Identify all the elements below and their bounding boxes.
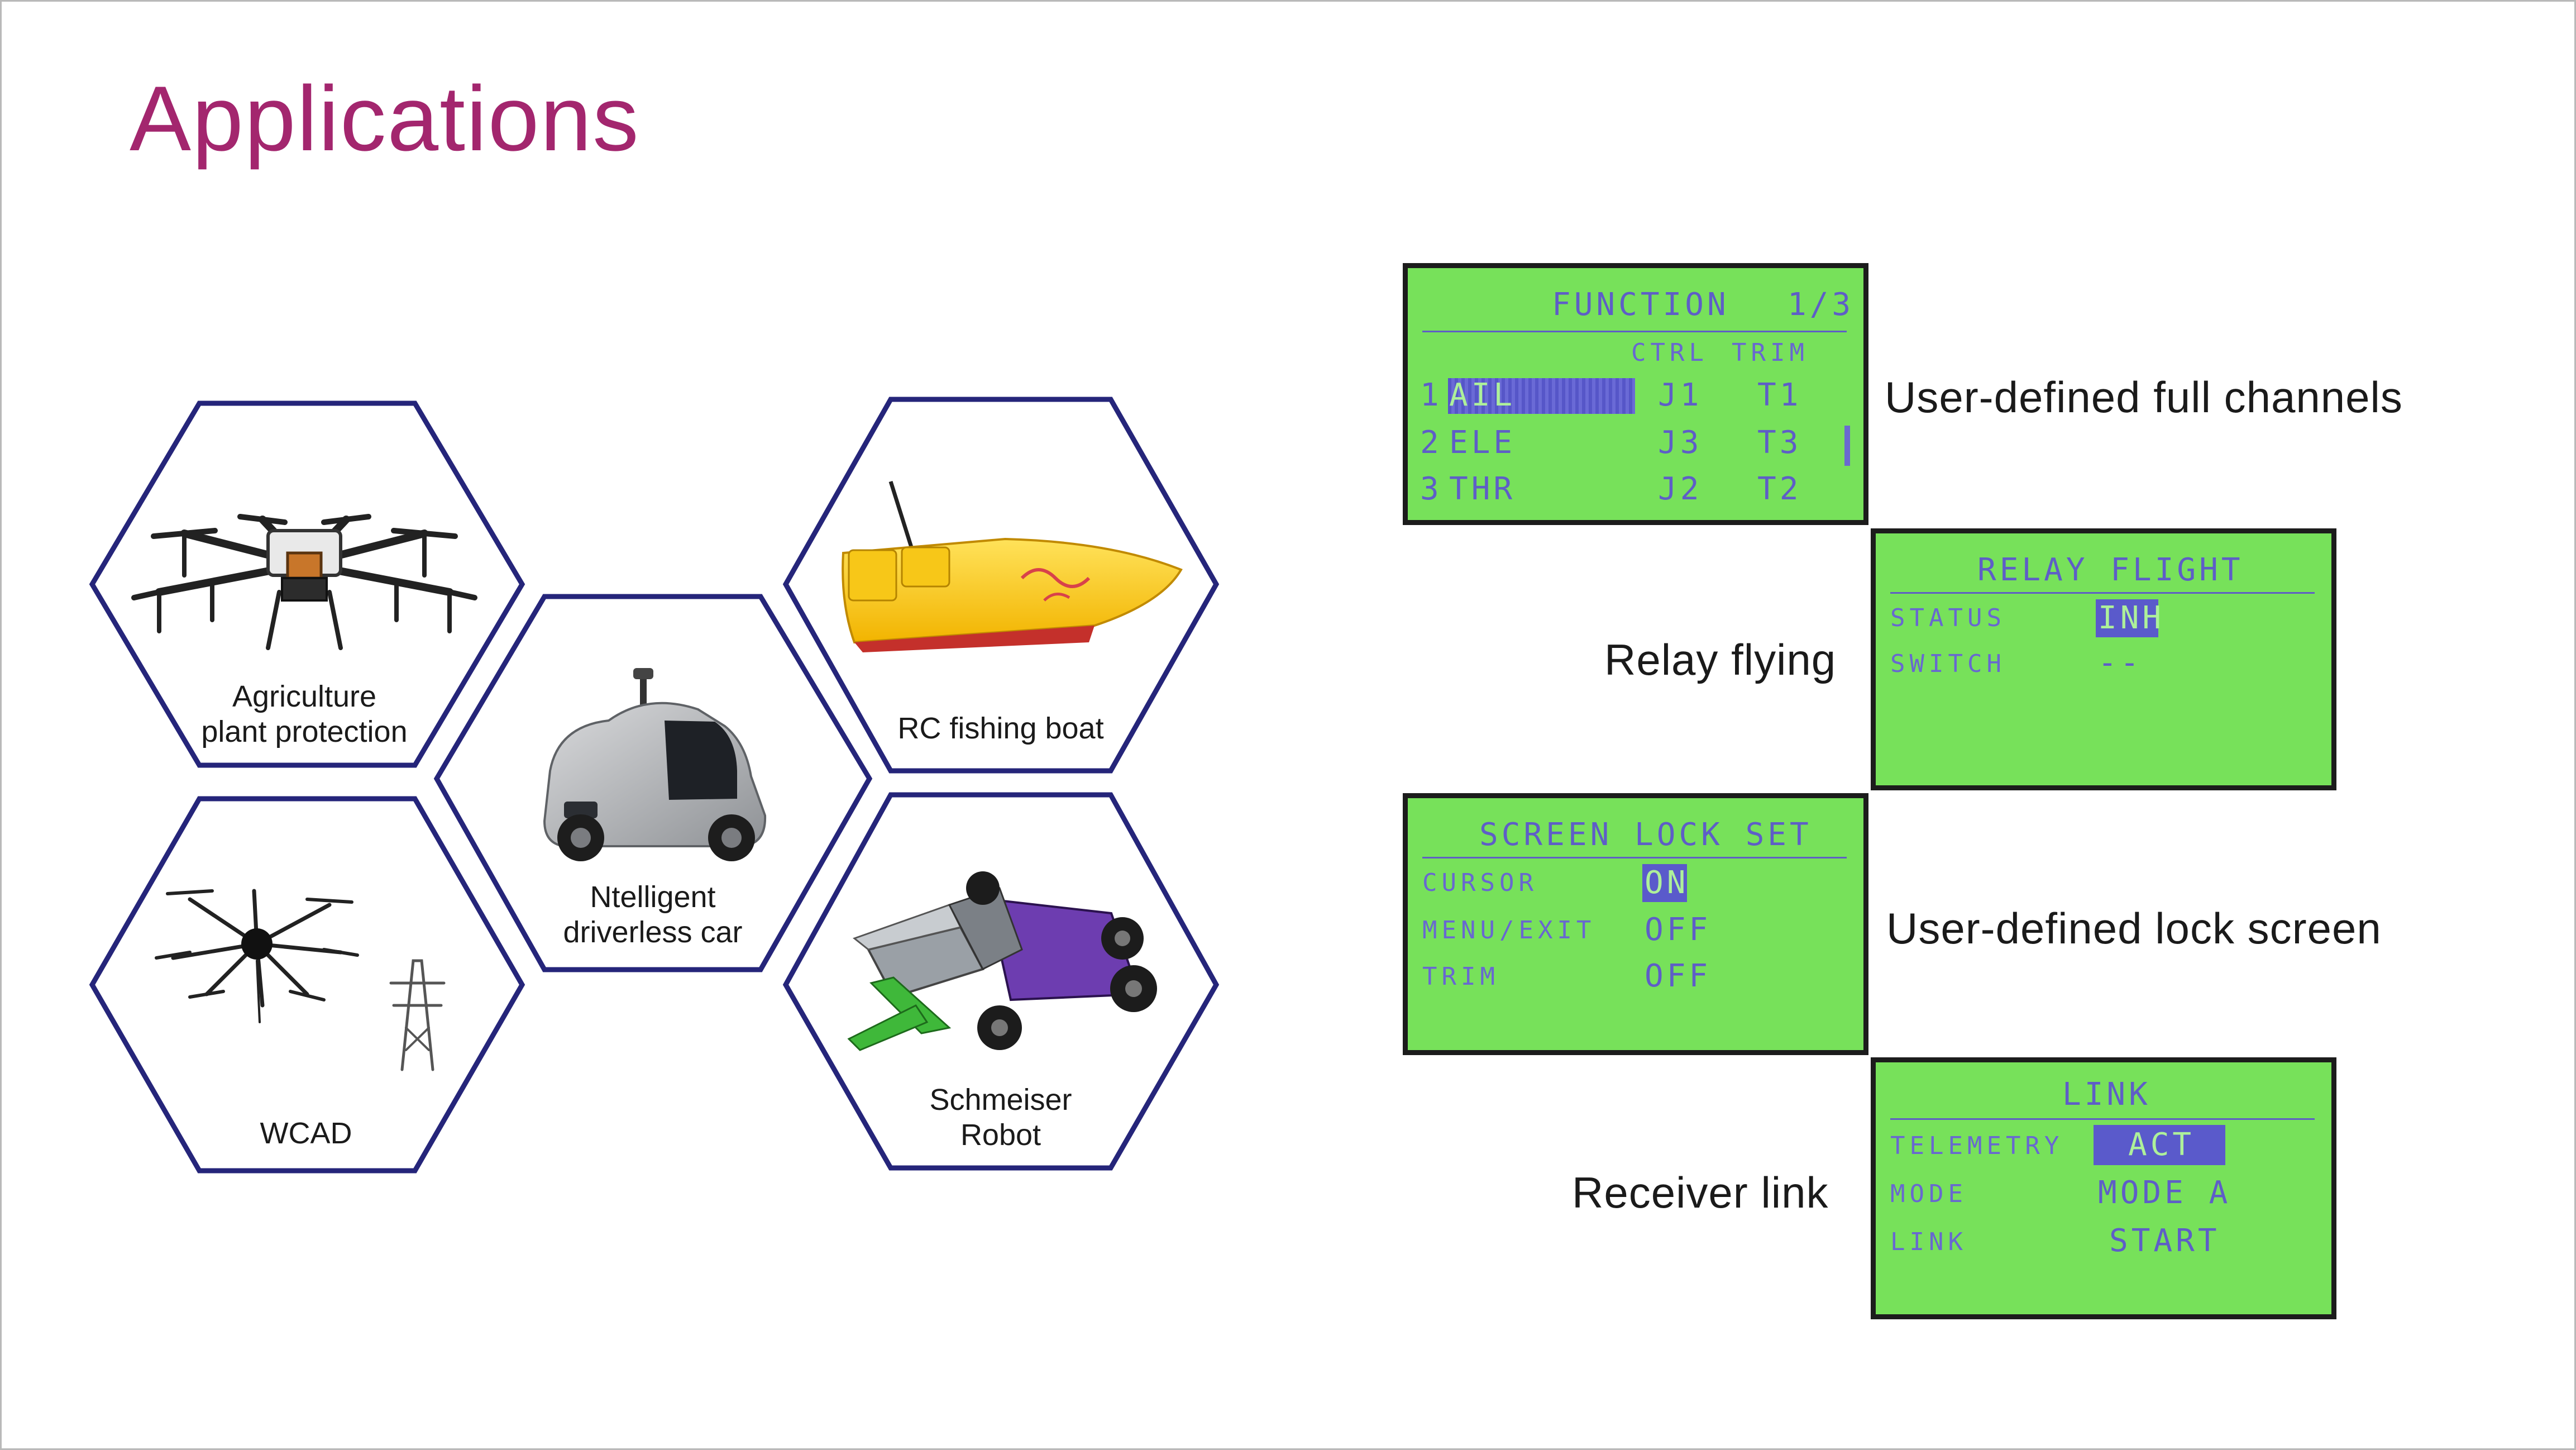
lcd-function-screen: FUNCTION 1/3 CTRL TRIM 1 AIL J1 T1 2 ELE… (1403, 263, 1868, 525)
lcd-row-1-num: 1 (1420, 377, 1442, 413)
lcd-switch-value: -- (2098, 645, 2143, 681)
lcd-trim-label: TRIM (1422, 962, 1499, 991)
lcd-mode-label: MODE (1890, 1180, 1967, 1208)
lcd-divider (1422, 331, 1847, 332)
lcd-col-trim: TRIM (1732, 338, 1809, 367)
lcd-row-2-trim: T3 (1757, 424, 1802, 461)
agricultural-drone-image (131, 514, 477, 650)
hexagon-fishing-boat (782, 397, 1220, 774)
hex-label-boat: RC fishing boat (897, 712, 1103, 745)
lcd-row-1-ctrl: J1 (1658, 377, 1703, 413)
caption-receiver-link: Receiver link (1572, 1168, 1829, 1217)
lcd-menu-value: OFF (1645, 912, 1712, 948)
lcd-row-2-name: ELE (1449, 424, 1516, 461)
hex-label-agriculture-1: Agriculture (232, 680, 376, 713)
lcd-relay-title: RELAY FLIGHT (1977, 552, 2244, 588)
page-title: Applications (130, 67, 640, 170)
lcd-status-label: STATUS (1890, 604, 2006, 632)
lcd-link-title: LINK (2062, 1076, 2151, 1113)
lcd-row-2-ctrl: J3 (1658, 424, 1703, 461)
lcd-function-title: FUNCTION (1552, 287, 1729, 323)
lcd-relay-screen: RELAY FLIGHT STATUS INH SWITCH -- (1871, 528, 2336, 790)
lcd-trim-value: OFF (1645, 958, 1712, 994)
lcd-switch-label: SWITCH (1890, 650, 2006, 678)
lcd-lock-screen: SCREEN LOCK SET CURSOR ON MENU/EXIT OFF … (1403, 793, 1868, 1055)
lcd-row-3-name: THR (1449, 471, 1516, 507)
lcd-mode-value: MODE A (2098, 1175, 2231, 1211)
lcd-function-page: 1/3 (1788, 287, 1855, 323)
lcd-status-value: INH (2098, 600, 2165, 636)
lcd-row-3-trim: T2 (1757, 471, 1802, 507)
lcd-row-1-name: AIL (1449, 377, 1516, 413)
hex-label-car-1: Ntelligent (590, 880, 715, 914)
fishing-boat-image (842, 480, 1183, 652)
lcd-row-3-num: 3 (1420, 471, 1442, 507)
lcd-scrollbar (1844, 426, 1850, 466)
hex-label-robot-1: Schmeiser (929, 1083, 1072, 1117)
lcd-telemetry-value: ACT (2128, 1127, 2195, 1163)
caption-relay-flying: Relay flying (1604, 635, 1837, 684)
lcd-telemetry-highlight (2094, 1125, 2225, 1165)
lcd-divider (1890, 1118, 2315, 1120)
lcd-lock-title: SCREEN LOCK SET (1479, 817, 1812, 853)
hex-label-wcad: WCAD (260, 1117, 352, 1150)
hexagon-robot (782, 792, 1220, 1171)
lcd-divider (1890, 592, 2315, 594)
hex-label-robot-2: Robot (960, 1118, 1041, 1152)
hex-label-agriculture-2: plant protection (201, 715, 407, 748)
lcd-status-highlight (2096, 599, 2158, 637)
caption-full-channels: User-defined full channels (1885, 373, 2403, 422)
lcd-link-screen: LINK TELEMETRY ACT MODE MODE A LINK STAR… (1871, 1057, 2336, 1319)
lcd-divider (1422, 857, 1847, 858)
lcd-telemetry-label: TELEMETRY (1890, 1132, 2064, 1160)
caption-lock-screen: User-defined lock screen (1886, 904, 2382, 953)
hex-label-car-2: driverless car (563, 915, 742, 949)
lcd-row-3-ctrl: J2 (1658, 471, 1703, 507)
lcd-cursor-label: CURSOR (1422, 869, 1538, 897)
lcd-row-1-trim: T1 (1757, 377, 1802, 413)
hexagon-driverless-car (433, 594, 873, 972)
lcd-link-value: START (2109, 1223, 2220, 1259)
combat-robot-image (847, 871, 1157, 1051)
lcd-cursor-value: ON (1645, 865, 1689, 901)
lcd-link-label: LINK (1890, 1228, 1967, 1256)
lcd-col-ctrl: CTRL (1631, 338, 1708, 367)
drone-power-line-image (155, 889, 446, 1071)
hexagon-wcad (89, 796, 525, 1174)
autonomous-car-image (543, 668, 767, 861)
lcd-row-2-num: 2 (1420, 424, 1442, 461)
lcd-cursor-highlight (1642, 864, 1687, 902)
hexagon-agriculture (89, 400, 525, 768)
lcd-menu-label: MENU/EXIT (1422, 916, 1596, 945)
lcd-selection-highlight (1448, 378, 1635, 414)
